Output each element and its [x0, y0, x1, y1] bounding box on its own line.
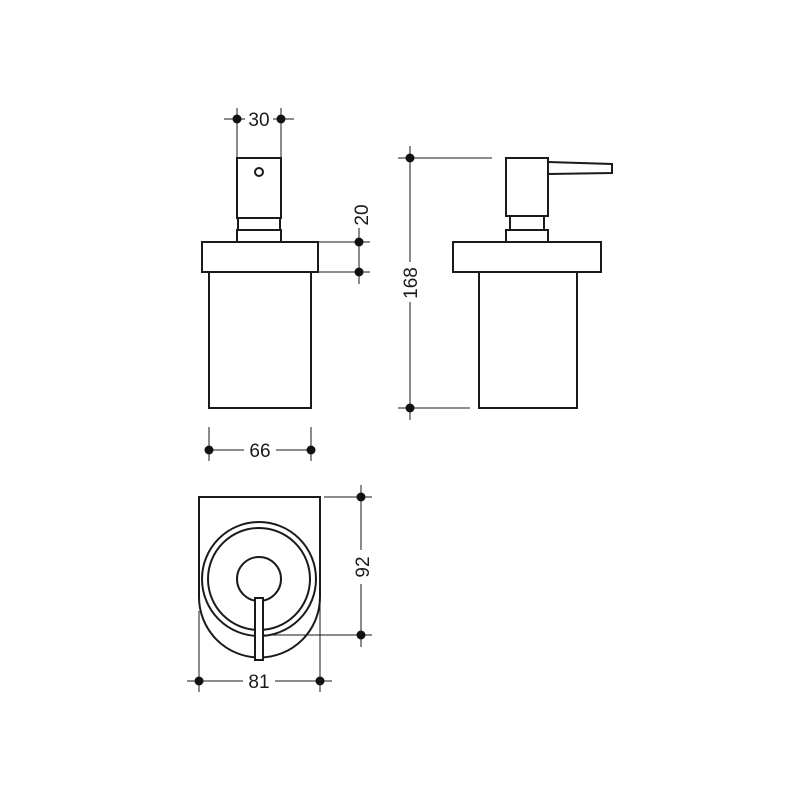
bottom-spout — [254, 597, 264, 661]
front-pump-stem — [237, 217, 281, 231]
dimension-dot — [356, 630, 366, 640]
dimension-dot — [194, 676, 204, 686]
dimension-bottle-width: 66 — [204, 427, 316, 462]
bottom-view — [198, 496, 321, 661]
front-view — [201, 157, 319, 409]
dimension-dot — [315, 676, 325, 686]
side-view — [452, 157, 613, 409]
dimension-pump-width: 30 — [224, 108, 294, 158]
dimension-label-overall-height: 168 — [401, 267, 422, 299]
dimension-dot — [405, 403, 415, 413]
dimension-dot — [354, 267, 364, 277]
dimension-label-depth: 92 — [353, 556, 374, 577]
dimension-label-collar-height: 20 — [352, 204, 373, 225]
dimension-dot — [232, 114, 242, 124]
dimension-dot — [354, 237, 364, 247]
front-nozzle-hole — [254, 167, 264, 177]
front-collar — [201, 241, 319, 273]
side-bottle — [478, 271, 578, 409]
dimension-plate-width: 81 — [187, 600, 332, 693]
dimension-label-plate-width: 81 — [248, 672, 269, 693]
dimension-dot — [405, 153, 415, 163]
dimension-dot — [306, 445, 316, 455]
dimension-dot — [356, 492, 366, 502]
dimension-label-pump-width: 30 — [248, 110, 269, 131]
side-spout — [547, 161, 613, 175]
side-collar — [452, 241, 602, 273]
dimension-overall-height: 168 — [398, 146, 492, 420]
front-neck — [236, 229, 282, 243]
side-pump-head — [505, 157, 549, 217]
dimension-collar-height: 20 — [318, 204, 373, 284]
dimension-label-bottle-width: 66 — [249, 441, 270, 462]
dimension-dot — [204, 445, 214, 455]
bottom-pump-head — [236, 556, 282, 602]
dimension-depth: 92 — [263, 485, 374, 647]
side-neck — [505, 229, 549, 243]
front-bottle — [208, 271, 312, 409]
dimension-dot — [276, 114, 286, 124]
side-pump-stem — [509, 215, 545, 231]
